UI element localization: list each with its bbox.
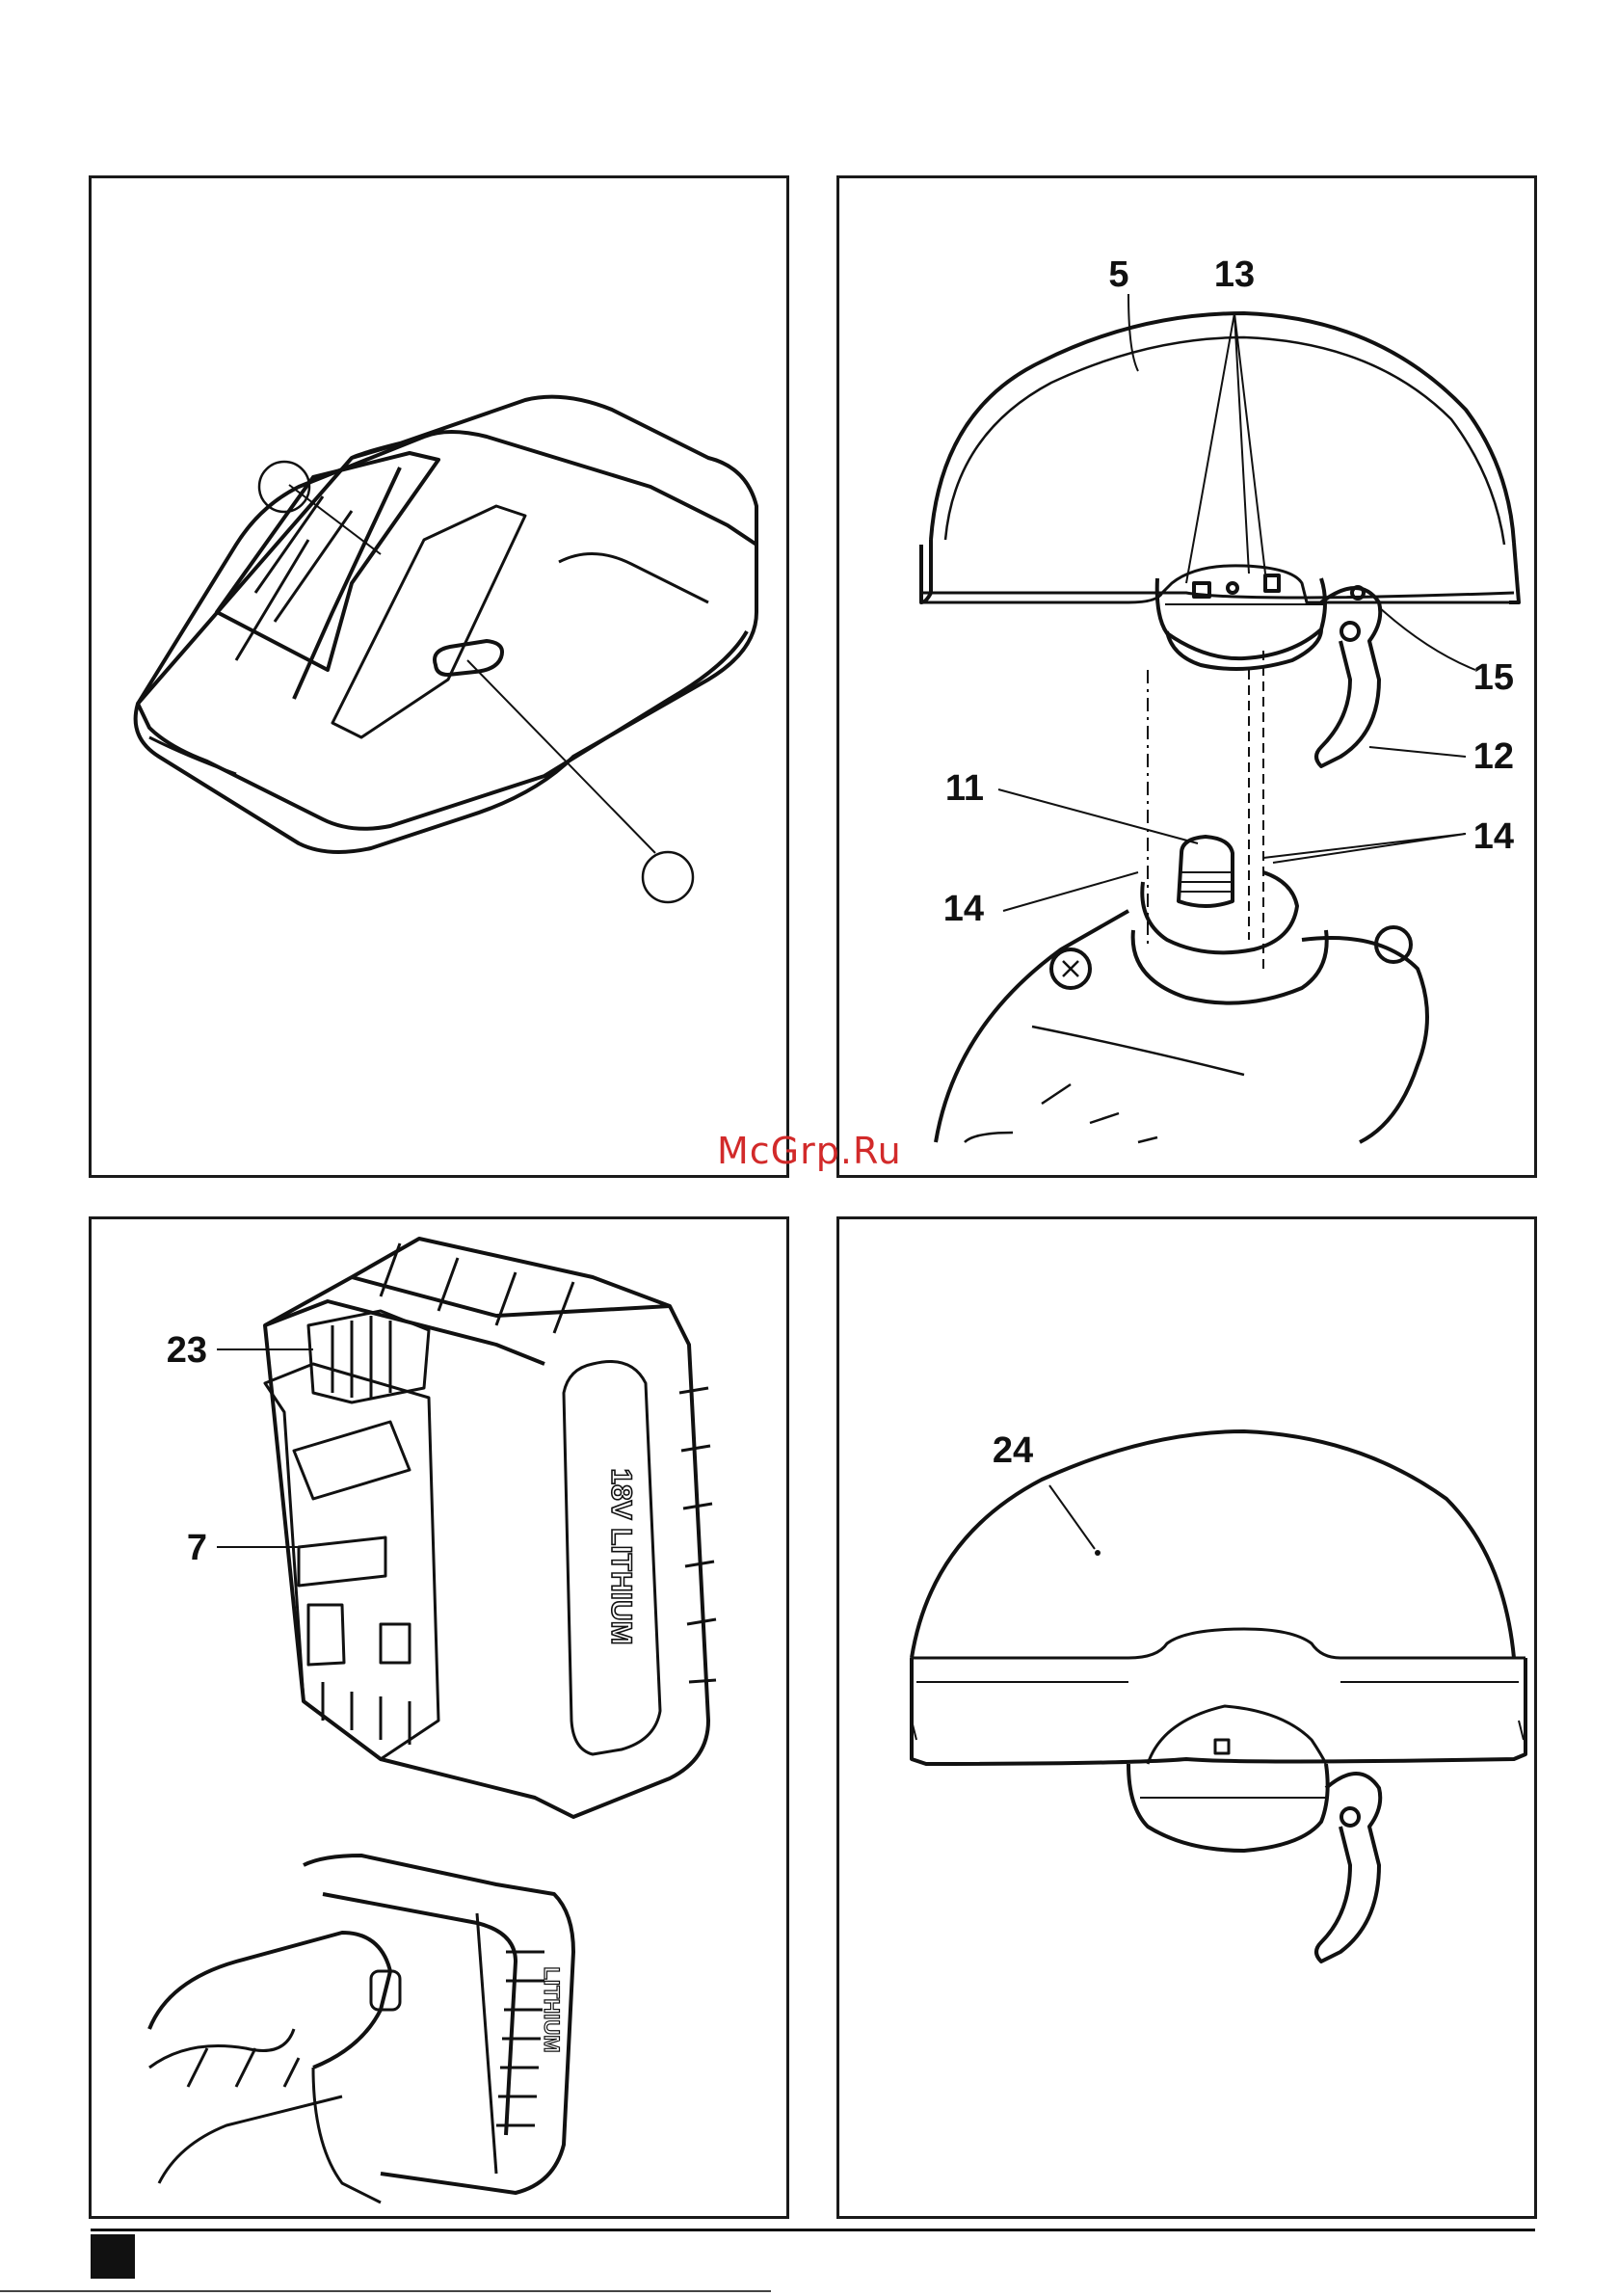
battery-lithium-text: 18V LITHIUM [605, 1468, 637, 1644]
footer-thin-rule [0, 2290, 771, 2292]
label-slots-right: 14 [1473, 816, 1514, 857]
footer-page-block [91, 2234, 135, 2279]
tool-lithium-text: LITHIUM [540, 1966, 564, 2052]
label-lever-screw: 15 [1473, 657, 1514, 698]
label-slots-left: 14 [943, 889, 984, 929]
callout-circle-b [643, 852, 693, 902]
battery-drawing: 18V LITHIUM LITHIUM 23 7 [92, 1219, 792, 2222]
charger-drawing [92, 178, 792, 1181]
label-battery-terminals: 23 [167, 1330, 207, 1371]
figure-charger [89, 175, 789, 1178]
guard-install-drawing: 5 13 15 12 11 14 14 [839, 178, 1540, 1181]
label-battery-pack: 7 [187, 1528, 207, 1568]
figure-guard-install: 5 13 15 12 11 14 14 [836, 175, 1537, 1178]
footer-rule [91, 2229, 1535, 2231]
figure-battery: 18V LITHIUM LITHIUM 23 7 [89, 1216, 789, 2219]
watermark-text: McGrp.Ru [717, 1130, 902, 1172]
label-guard: 5 [1108, 254, 1128, 295]
guard-24-drawing: 24 [839, 1219, 1540, 2222]
label-cutoff-guard: 24 [993, 1430, 1033, 1471]
label-release-lever: 12 [1473, 736, 1514, 777]
label-guard-tabs: 13 [1214, 254, 1255, 295]
label-spindle: 11 [945, 768, 984, 809]
figure-guard-24: 24 [836, 1216, 1537, 2219]
